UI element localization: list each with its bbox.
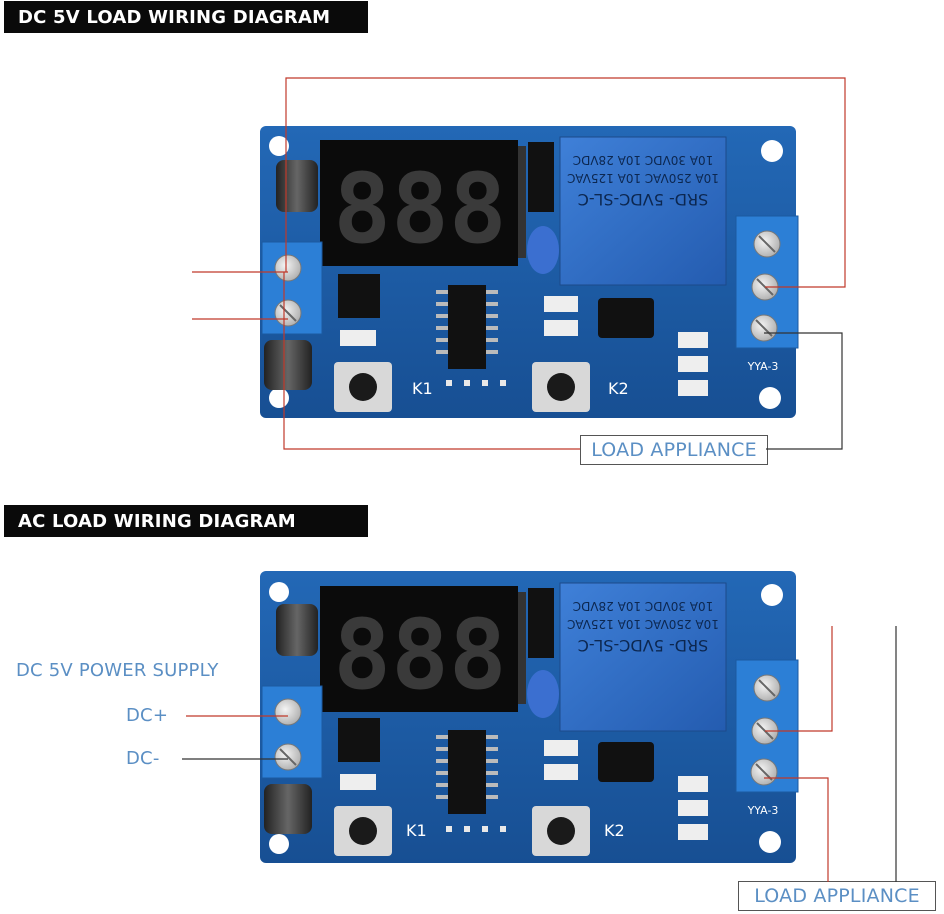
diagram1-title: DC 5V LOAD WIRING DIAGRAM [4, 1, 368, 33]
k1-label-1: K1 [412, 379, 433, 398]
svg-text:888: 888 [333, 153, 506, 265]
k2-label: K2 [604, 821, 625, 840]
terminal-label: YYA-3 [747, 804, 779, 817]
dc-minus-label: DC- [126, 748, 160, 769]
diagram2-wires [182, 626, 897, 882]
svg-text:10A 30VDC 10A 28VDC: 10A 30VDC 10A 28VDC [573, 153, 714, 167]
svg-text:888: 888 [333, 599, 506, 711]
diagram1-load-label: LOAD APPLIANCE [580, 435, 768, 465]
dc-plus-label: DC+ [126, 705, 169, 726]
relay-model-text: SRD- 5VDC-SL-C [578, 636, 709, 655]
pcb-board-1: 888 SRD- 5VDC-SL-C 10A 250VAC 10A 125VAC… [260, 126, 799, 418]
k2-label-1: K2 [608, 379, 629, 398]
diagram2-title: AC LOAD WIRING DIAGRAM [4, 505, 368, 537]
svg-text:YYA-3: YYA-3 [747, 360, 779, 373]
pcb-board-2: 888 SRD- 5VDC-SL-C 10A 250VAC 10A 125VAC… [260, 571, 799, 863]
power-supply-label: DC 5V POWER SUPPLY [16, 660, 219, 681]
svg-text:SRD- 5VDC-SL-C: SRD- 5VDC-SL-C [578, 190, 709, 209]
relay-rating-dc: 10A 30VDC 10A 28VDC [573, 599, 714, 613]
diagram2-load-label: LOAD APPLIANCE [738, 881, 936, 911]
k1-label: K1 [406, 821, 427, 840]
svg-text:10A 250VAC 10A 125VAC: 10A 250VAC 10A 125VAC [567, 171, 719, 185]
relay-rating-ac: 10A 250VAC 10A 125VAC [567, 617, 719, 631]
diagram1-wires [192, 77, 846, 450]
